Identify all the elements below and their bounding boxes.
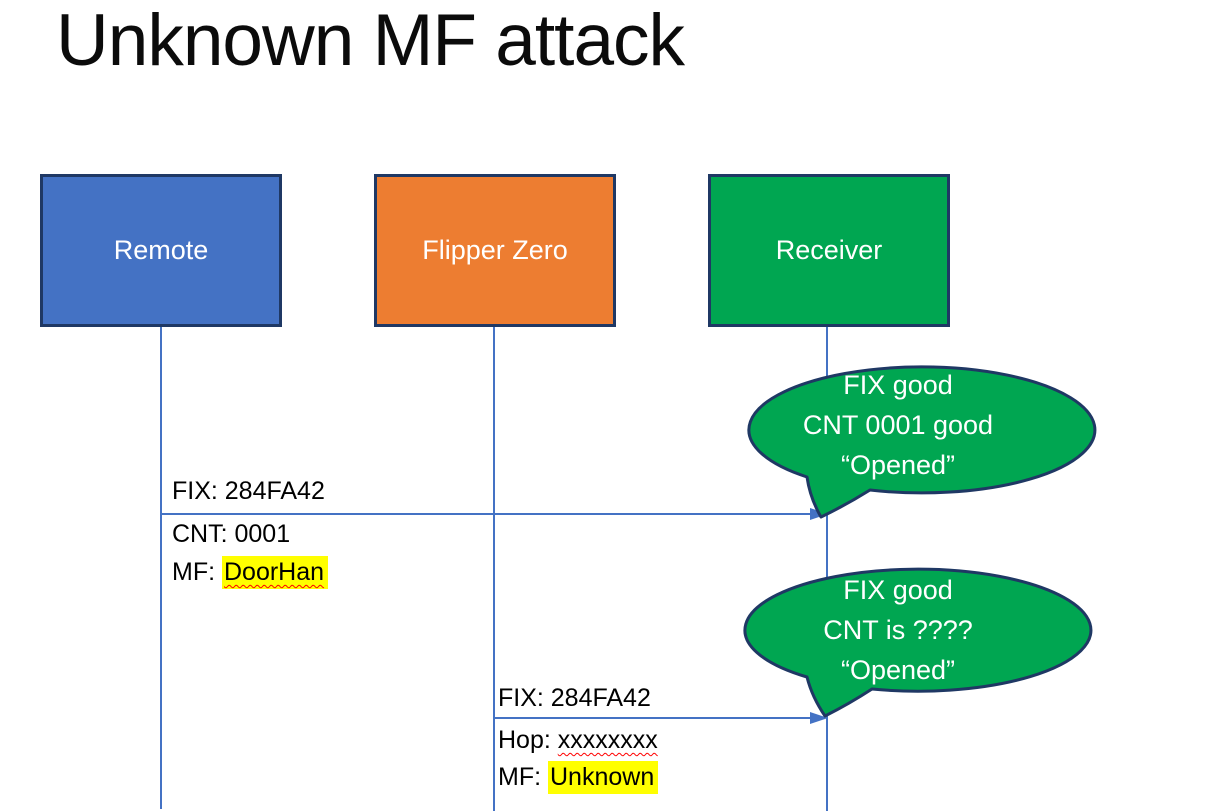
callout-line: “Opened” (840, 450, 956, 480)
slide-title: Unknown MF attack (56, 0, 685, 81)
misspelled-term: xxxxxxxx (557, 726, 658, 754)
message-text-prefix: MF: (172, 558, 222, 586)
message-text-prefix: Hop: (498, 726, 558, 754)
message-text: FIX: 284FA42 (498, 684, 651, 712)
message-2-line-1: FIX: 284FA42 (498, 683, 651, 713)
message-arrow-2-line (494, 717, 811, 719)
lifeline-flipper-zero (493, 327, 495, 811)
highlighted-term: Unknown (548, 761, 659, 794)
arrowhead-icon (810, 712, 828, 724)
callout-line: CNT 0001 good (802, 410, 994, 440)
message-text: CNT: 0001 (172, 520, 291, 548)
actor-label-remote: Remote (113, 235, 209, 265)
message-1-line-3: MF: DoorHan (172, 556, 329, 589)
message-1-line-2: CNT: 0001 (172, 519, 290, 549)
callout-1: FIX good CNT 0001 good “Opened” (725, 365, 1071, 485)
callout-line: FIX good (843, 370, 953, 400)
actor-box-remote: Remote (40, 174, 282, 327)
callout-line: “Opened” (840, 655, 956, 685)
callout-line: FIX good (843, 575, 953, 605)
message-arrow-1-line (161, 513, 811, 515)
actor-box-receiver: Receiver (708, 174, 950, 327)
lifeline-remote (160, 327, 162, 809)
message-text-prefix: MF: (498, 763, 548, 791)
message-2-line-3: MF: Unknown (498, 761, 659, 794)
actor-label-flipper-zero: Flipper Zero (422, 235, 568, 265)
actor-box-flipper-zero: Flipper Zero (374, 174, 616, 327)
message-1-line-1: FIX: 284FA42 (172, 476, 325, 506)
callout-line: CNT is ???? (823, 615, 973, 645)
message-2-line-2: Hop: xxxxxxxx (498, 725, 658, 755)
actor-label-receiver: Receiver (775, 235, 883, 265)
highlighted-term: DoorHan (222, 556, 329, 589)
callout-2: FIX good CNT is ???? “Opened” (725, 570, 1071, 690)
message-text: FIX: 284FA42 (172, 477, 325, 505)
arrowhead-icon (810, 508, 828, 520)
